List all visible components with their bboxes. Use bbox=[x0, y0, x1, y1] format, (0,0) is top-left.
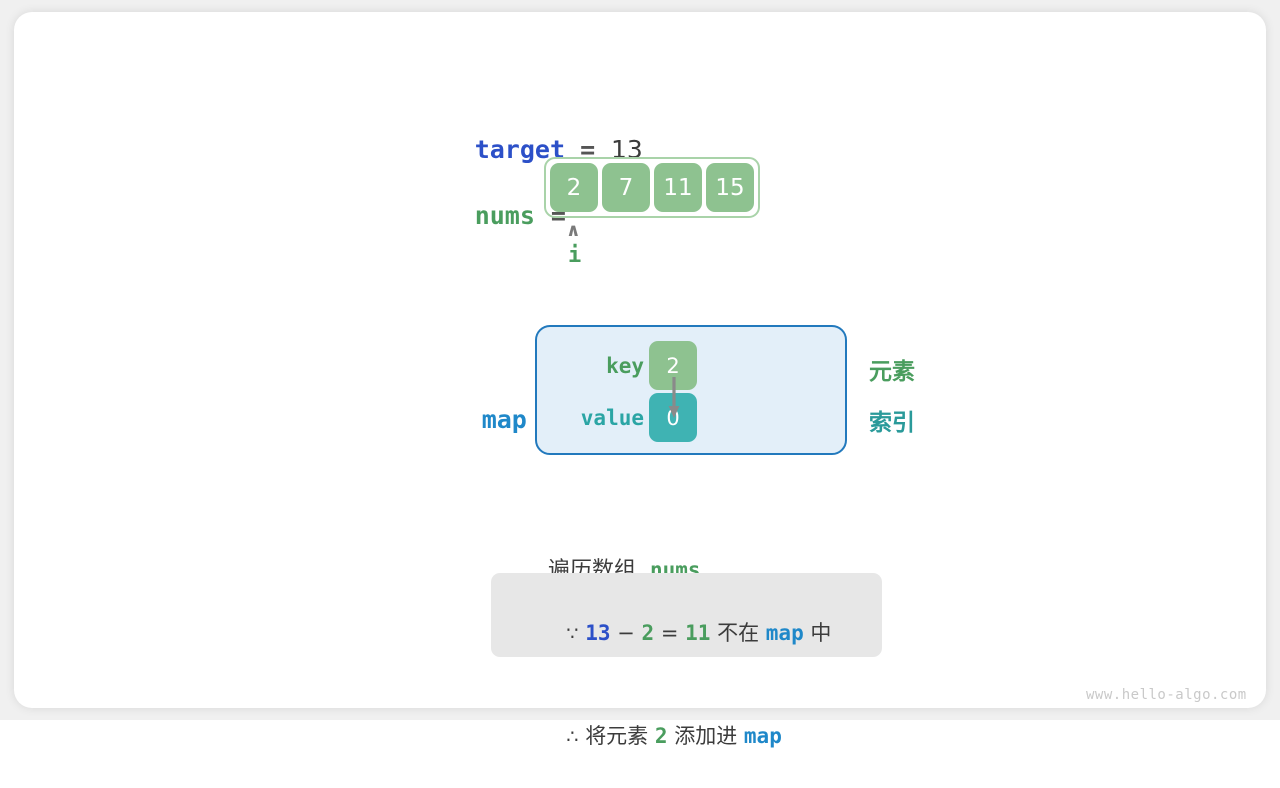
watermark: www.hello-algo.com bbox=[1086, 687, 1247, 703]
note-line-2: ∴ 将元素 2 添加进 map bbox=[513, 685, 860, 788]
array-cell: 15 bbox=[706, 163, 754, 212]
map-container: key value 2 0 bbox=[535, 325, 847, 455]
therefore-symbol: ∴ bbox=[566, 726, 579, 748]
note-operand-a: 13 bbox=[585, 621, 611, 645]
index-pointer-label: i bbox=[568, 243, 582, 268]
note-result: 11 bbox=[685, 621, 711, 645]
note-line2-mid-text: 添加进 bbox=[674, 724, 738, 748]
screenshot-canvas: target = 13 nums = 2 7 11 15 ∧ i map = k… bbox=[0, 0, 1280, 748]
note-minus-sign: − bbox=[617, 621, 635, 645]
note-line1-map: map bbox=[765, 621, 804, 645]
note-line2-map: map bbox=[743, 724, 782, 748]
note-line2-start-text: 将元素 bbox=[585, 724, 649, 748]
illustration-card: target = 13 nums = 2 7 11 15 ∧ i map = k… bbox=[14, 12, 1266, 748]
array-cell: 7 bbox=[602, 163, 650, 212]
target-value: 13 bbox=[611, 135, 643, 164]
map-value-cell: 0 bbox=[649, 393, 697, 442]
map-value-label: value bbox=[580, 406, 644, 430]
note-line2-element: 2 bbox=[654, 724, 668, 748]
caption-suffix: , bbox=[714, 558, 722, 583]
array-cell: 2 bbox=[550, 163, 598, 212]
note-operand-b: 2 bbox=[641, 621, 655, 645]
map-variable-name: map bbox=[481, 405, 527, 434]
note-box: ∵ 13 − 2 = 11 不在 map 中 ∴ 将元素 2 添加进 map bbox=[491, 573, 882, 748]
note-line1-end-text: 中 bbox=[810, 621, 832, 645]
index-pointer-caret-icon: ∧ bbox=[566, 220, 581, 241]
array-cell: 11 bbox=[654, 163, 702, 212]
note-line-1: ∵ 13 − 2 = 11 不在 map 中 bbox=[513, 582, 860, 685]
note-equals-sign: = bbox=[660, 621, 679, 645]
map-key-cell: 2 bbox=[649, 341, 697, 390]
nums-variable-name: nums bbox=[474, 201, 535, 230]
nums-array-container: 2 7 11 15 bbox=[544, 157, 760, 218]
note-line1-mid-text: 不在 bbox=[717, 621, 760, 645]
legend-element-label: 元素 bbox=[869, 359, 915, 385]
legend-index-label: 索引 bbox=[869, 410, 915, 436]
map-key-label: key bbox=[606, 354, 644, 378]
because-symbol: ∵ bbox=[566, 623, 579, 645]
target-equals-sign: = bbox=[580, 135, 596, 164]
target-row: target = 13 bbox=[427, 105, 643, 195]
